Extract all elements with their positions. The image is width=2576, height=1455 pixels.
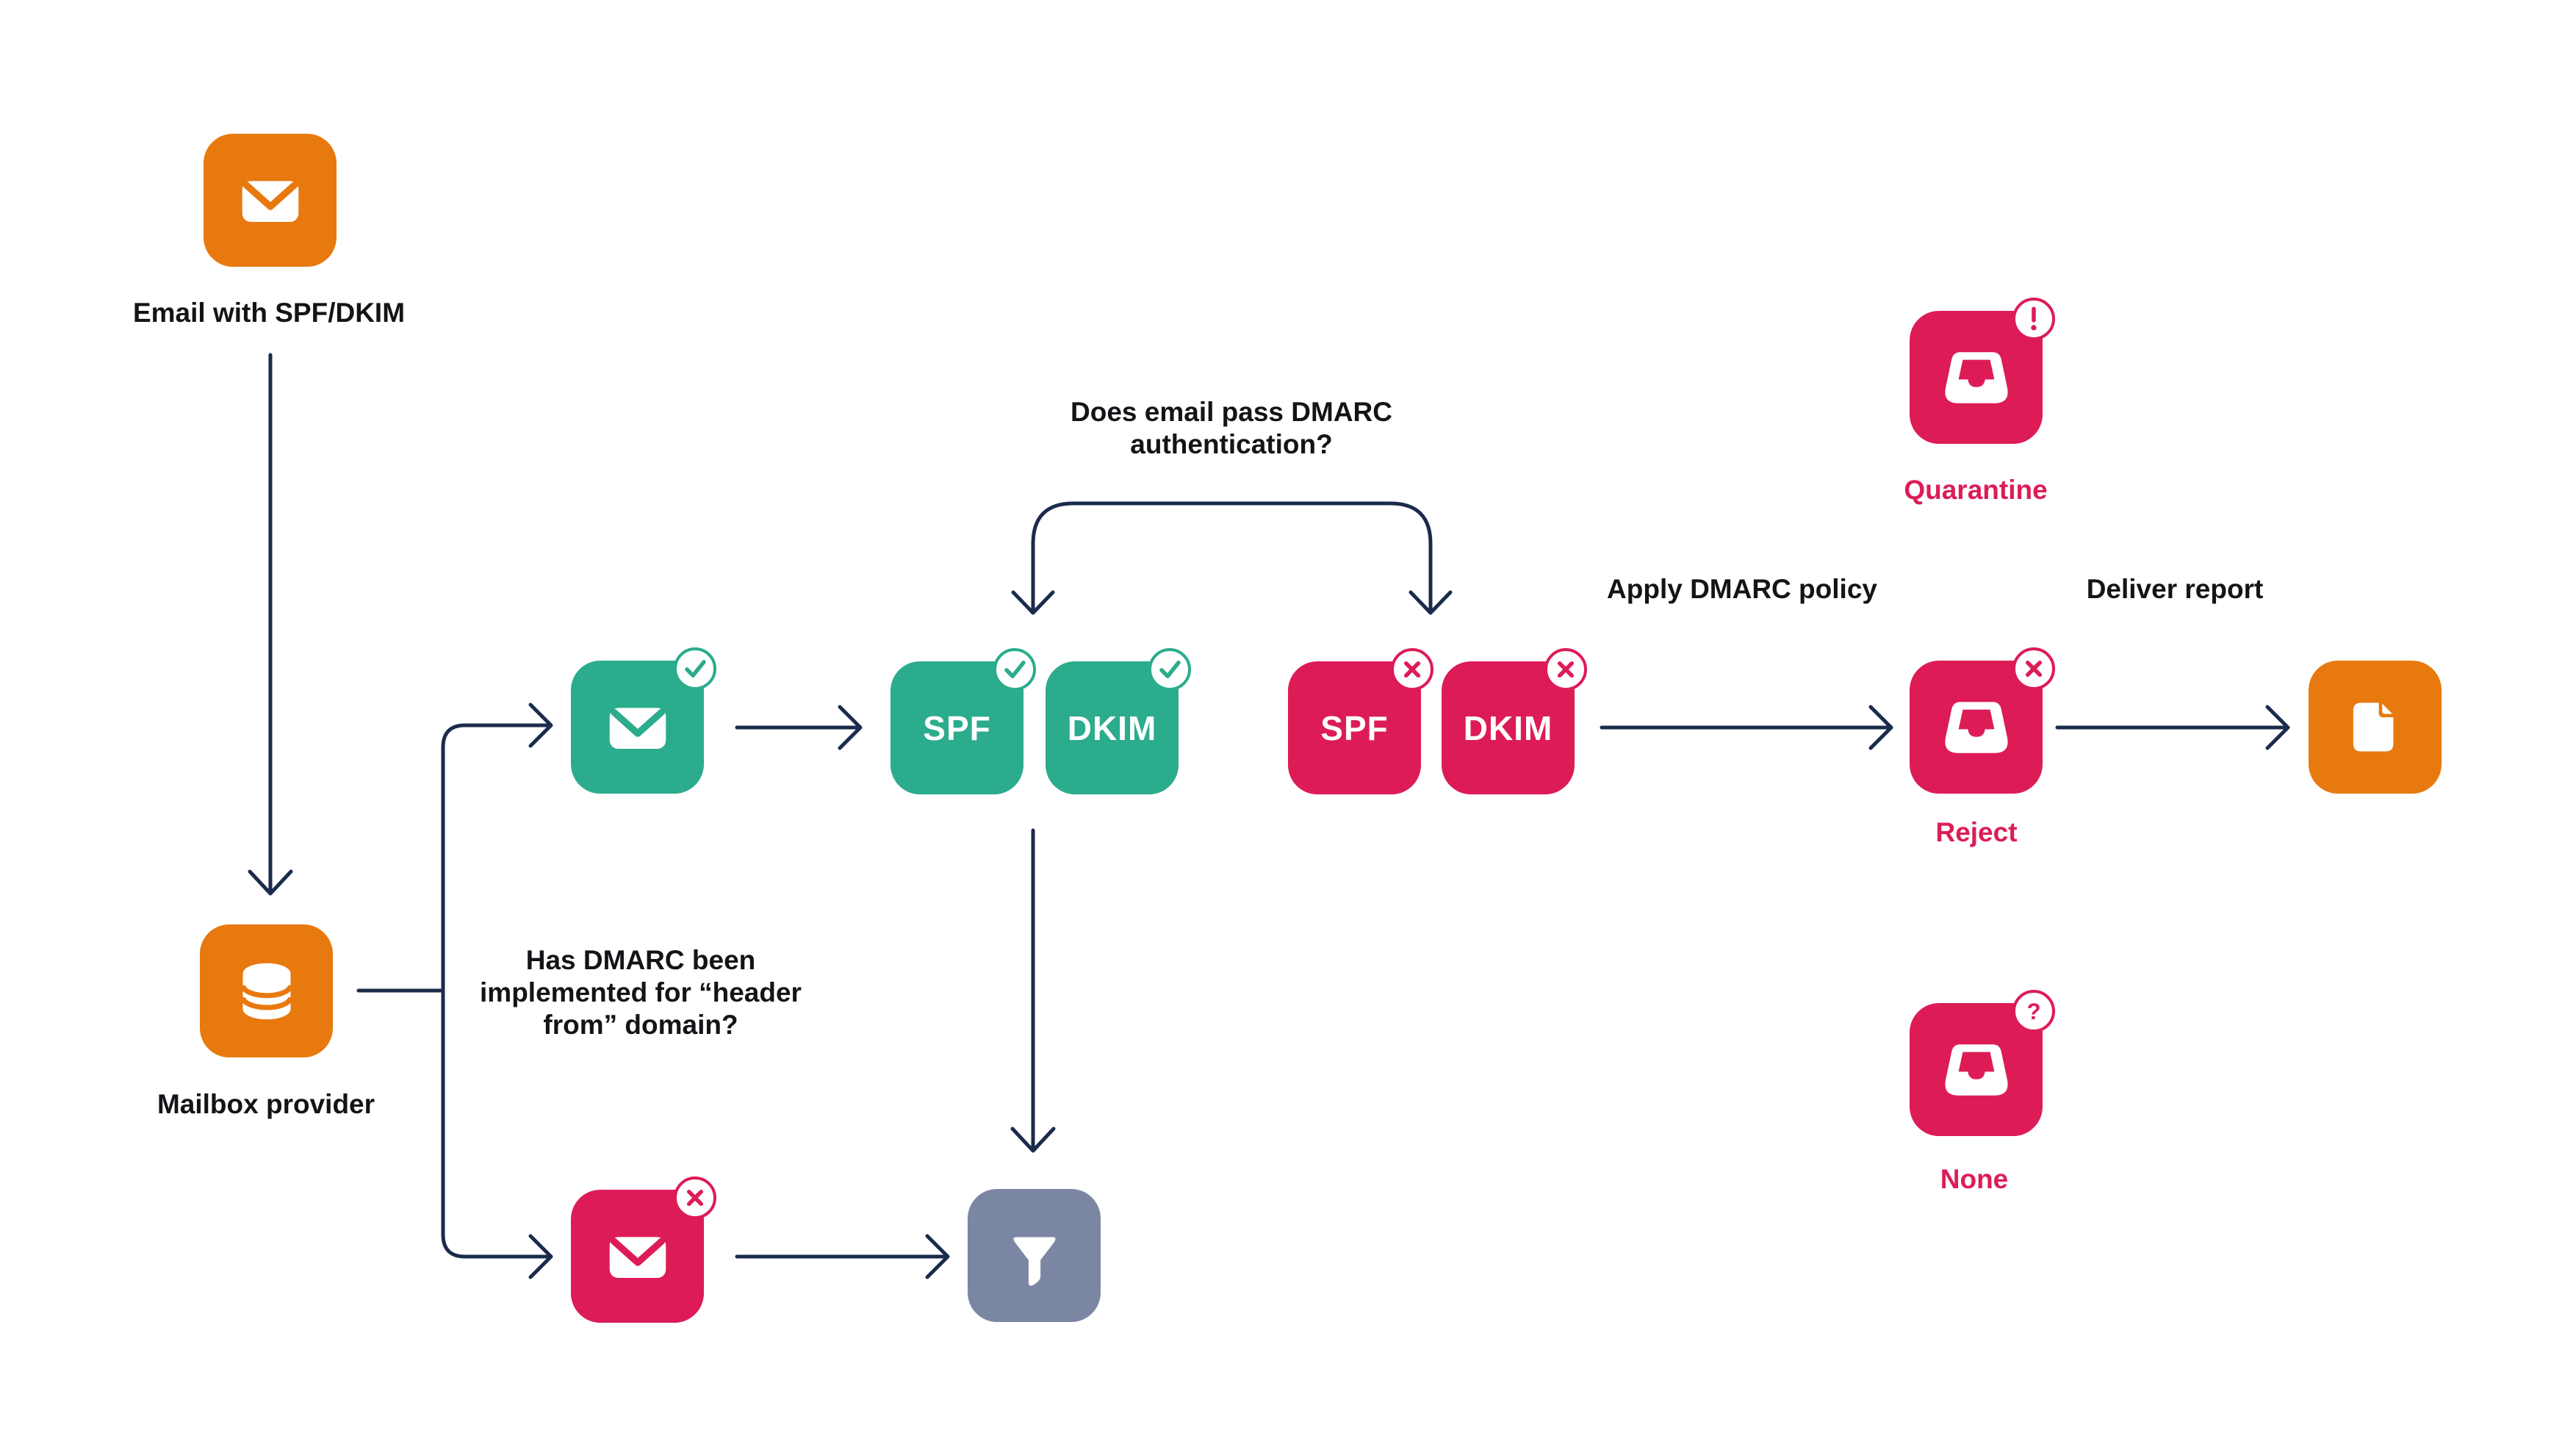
arrow-email-to-mailbox (248, 353, 293, 896)
spf-fail-node: SPF (1288, 648, 1433, 794)
exclamation-badge (2012, 298, 2055, 340)
mailbox-provider-node (200, 924, 333, 1057)
check-icon (1159, 661, 1181, 678)
apply-dmarc-policy-label: Apply DMARC policy (1607, 574, 1877, 604)
arrow-reject-to-report (2055, 705, 2290, 750)
svg-text:?: ? (2026, 999, 2040, 1024)
has-dmarc-line1: Has DMARC been (525, 945, 756, 975)
envelope-icon (609, 1236, 666, 1278)
reject-label: Reject (1935, 817, 2018, 847)
dmarc-auth-line1: Does email pass DMARC (1071, 397, 1392, 427)
quarantine-label: Quarantine (1904, 475, 2048, 505)
none-label: None (1940, 1164, 2009, 1194)
question-badge: ? (2012, 990, 2055, 1032)
cross-icon (686, 1189, 704, 1207)
dkim-pass-label: DKIM (1067, 708, 1157, 747)
document-icon (2353, 702, 2393, 751)
envelope-pass-node (571, 647, 716, 794)
dkim-fail-label: DKIM (1463, 708, 1553, 747)
check-icon (1004, 661, 1026, 678)
spf-pass-label: SPF (923, 708, 991, 747)
arrow-fail-envelope-to-filter (735, 1234, 950, 1279)
arrow-pass-to-filter (1010, 828, 1056, 1153)
dkim-fail-node: DKIM (1442, 648, 1587, 794)
dmarc-auth-question: Does email pass DMARC authentication? (1071, 396, 1392, 461)
cross-badge (674, 1176, 716, 1219)
reject-node (1910, 647, 2055, 794)
cross-badge (1544, 648, 1587, 691)
check-badge (674, 647, 716, 690)
question-icon: ? (2026, 999, 2040, 1024)
check-badge (1148, 648, 1191, 691)
has-dmarc-line2: implemented for “header (480, 977, 802, 1007)
has-dmarc-line3: from” domain? (543, 1010, 738, 1040)
deliver-report-label: Deliver report (2086, 574, 2264, 604)
dkim-pass-node: DKIM (1046, 648, 1191, 794)
arrow-branch-up-to-pass-envelope (441, 703, 553, 993)
arrow-fail-to-reject (1600, 705, 1893, 750)
arrow-branch-down-to-fail-envelope (441, 988, 553, 1279)
database-icon (240, 963, 293, 1019)
exclamation-icon (2031, 306, 2037, 331)
envelope-fail-node (571, 1176, 716, 1323)
spf-fail-label: SPF (1320, 708, 1389, 747)
inbox-tray-icon (1944, 1043, 2008, 1096)
dmarc-auth-line2: authentication? (1130, 429, 1333, 459)
report-node (2309, 661, 2442, 794)
email-node-label: Email with SPF/DKIM (132, 298, 406, 328)
envelope-icon (242, 180, 298, 222)
none-node: ? (1910, 990, 2055, 1136)
bracket-dmarc-authentication (1011, 501, 1453, 615)
cross-icon (2025, 660, 2043, 678)
mailbox-provider-label: Mailbox provider (156, 1089, 375, 1119)
has-dmarc-question: Has DMARC been implemented for “header f… (480, 944, 802, 1041)
cross-icon (1403, 661, 1421, 678)
arrow-envelope-to-spf-dkim-pass (735, 705, 863, 750)
envelope-icon (609, 707, 666, 749)
check-badge (993, 648, 1036, 691)
inbox-tray-icon (1944, 351, 2008, 403)
check-icon (685, 660, 706, 678)
quarantine-node (1910, 298, 2055, 444)
funnel-icon (1012, 1236, 1056, 1286)
spf-pass-node: SPF (891, 648, 1036, 794)
filter-node (968, 1189, 1101, 1322)
cross-icon (1557, 661, 1575, 678)
email-node (204, 134, 337, 267)
inbox-tray-icon (1944, 701, 2008, 753)
cross-badge (2012, 647, 2055, 690)
cross-badge (1391, 648, 1433, 691)
